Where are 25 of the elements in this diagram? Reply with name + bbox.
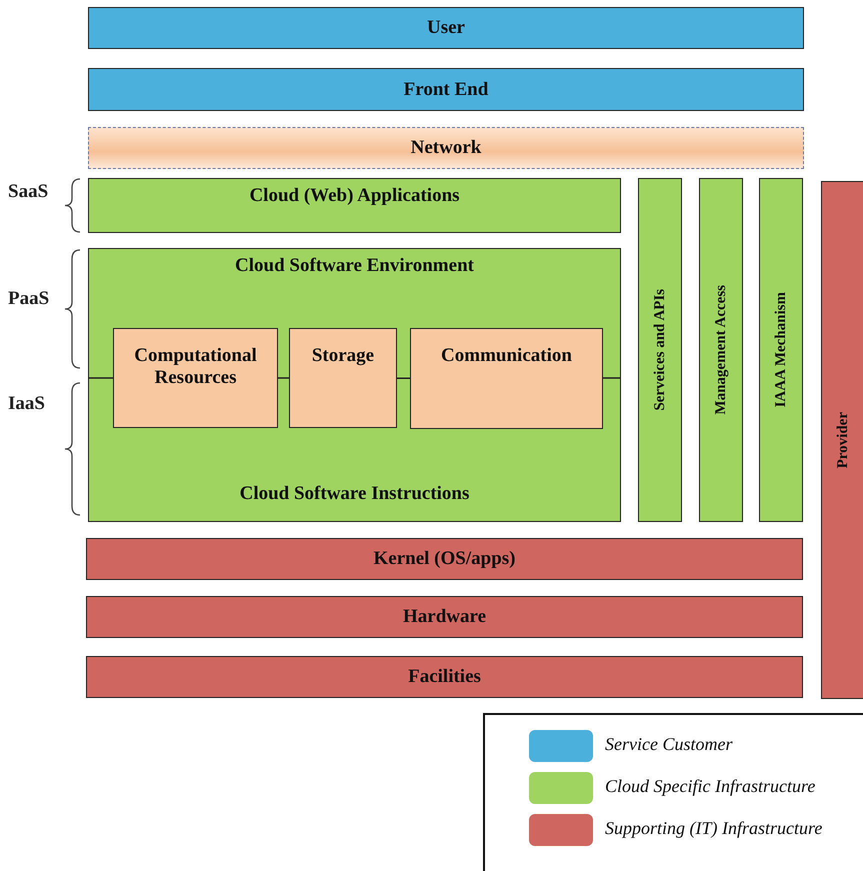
resource-box: Computational Resources: [113, 328, 278, 428]
legend-text: Supporting (IT) Infrastructure: [605, 818, 822, 839]
column-bar: Management Access: [699, 178, 743, 522]
column-bar: Serveices and APIs: [638, 178, 682, 522]
layer-bar: User: [88, 7, 804, 49]
layer-label: SaaS: [8, 181, 48, 203]
panel-footer: Cloud Software Instructions: [89, 483, 620, 505]
column-bar: IAAA Mechanism: [759, 178, 803, 522]
legend-text: Cloud Specific Infrastructure: [605, 776, 816, 797]
layer-bar: Front End: [88, 68, 804, 111]
layer-label: IaaS: [8, 393, 45, 415]
layer-bar: Cloud (Web) Applications: [88, 178, 621, 233]
legend-text: Service Customer: [605, 734, 732, 755]
layer-panel: [88, 248, 621, 522]
network-bar: Network: [88, 127, 804, 169]
layer-bar: Facilities: [86, 656, 803, 698]
resource-box: Storage: [289, 328, 397, 428]
resource-box: Communication: [410, 328, 603, 429]
layer-bar: Kernel (OS/apps): [86, 538, 803, 580]
connector-line: [397, 378, 410, 379]
column-bar: Provider: [821, 181, 863, 699]
layer-bar: Hardware: [86, 596, 803, 638]
connector-line: [278, 377, 289, 379]
layer-label: PaaS: [8, 288, 50, 310]
panel-heading: Cloud Software Environment: [234, 255, 475, 277]
